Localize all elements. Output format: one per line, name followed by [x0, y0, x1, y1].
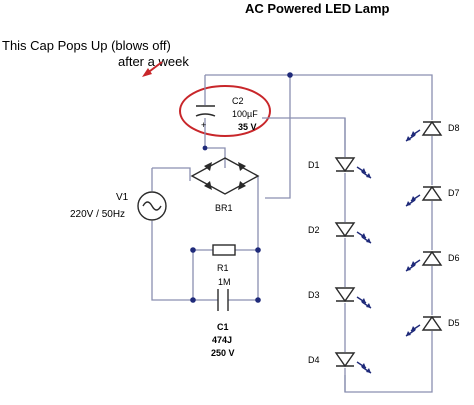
led-label-d5: D5 [448, 318, 460, 328]
light-rays-icon [405, 259, 421, 272]
capacitor-c1 [217, 289, 229, 311]
led-label-d7: D7 [448, 188, 460, 198]
bridge-rectifier-br1 [190, 157, 260, 195]
v1-value: 220V / 50Hz [70, 209, 125, 220]
led-d8: D8 [405, 120, 460, 142]
light-rays-icon [356, 166, 372, 179]
voltage-source-v1 [137, 191, 167, 221]
diagram-title: AC Powered LED Lamp [245, 1, 390, 16]
led-label-d1: D1 [308, 160, 320, 170]
led-label-d3: D3 [308, 290, 320, 300]
resistor-r1 [212, 244, 236, 256]
light-rays-icon [405, 194, 421, 207]
light-rays-icon [356, 361, 372, 374]
r1-ref: R1 [217, 263, 229, 273]
annotation-arrow [142, 61, 163, 77]
c1-ref: C1 [217, 322, 229, 332]
led-label-d8: D8 [448, 123, 460, 133]
annotation-line-2: after a week [118, 54, 189, 69]
r1-value: 1M [218, 277, 231, 287]
led-label-d6: D6 [448, 253, 460, 263]
junction-dots [190, 72, 293, 303]
c2-ref: C2 [232, 96, 244, 106]
light-rays-icon [356, 296, 372, 309]
wires [151, 74, 433, 393]
led-label-d4: D4 [308, 355, 320, 365]
c2-voltage: 35 V [238, 122, 257, 132]
c1-value: 474J [212, 335, 232, 345]
led-d3: D3 [308, 287, 372, 309]
highlight-ellipse [179, 85, 271, 137]
led-d6: D6 [405, 250, 460, 272]
annotation-line-1: This Cap Pops Up (blows off) [2, 38, 171, 53]
c1-voltage: 250 V [211, 348, 235, 358]
led-d1: D1 [308, 157, 372, 179]
led-d7: D7 [405, 185, 460, 207]
led-d4: D4 [308, 352, 372, 374]
c2-polarity: + [201, 120, 206, 130]
c2-value: 100µF [232, 109, 258, 119]
light-rays-icon [405, 324, 421, 337]
led-d2: D2 [308, 222, 372, 244]
v1-ref: V1 [116, 192, 129, 203]
capacitor-c2: + [195, 105, 216, 130]
led-d5: D5 [405, 315, 460, 337]
light-rays-icon [405, 129, 421, 142]
light-rays-icon [356, 231, 372, 244]
br1-ref: BR1 [215, 203, 233, 213]
led-label-d2: D2 [308, 225, 320, 235]
